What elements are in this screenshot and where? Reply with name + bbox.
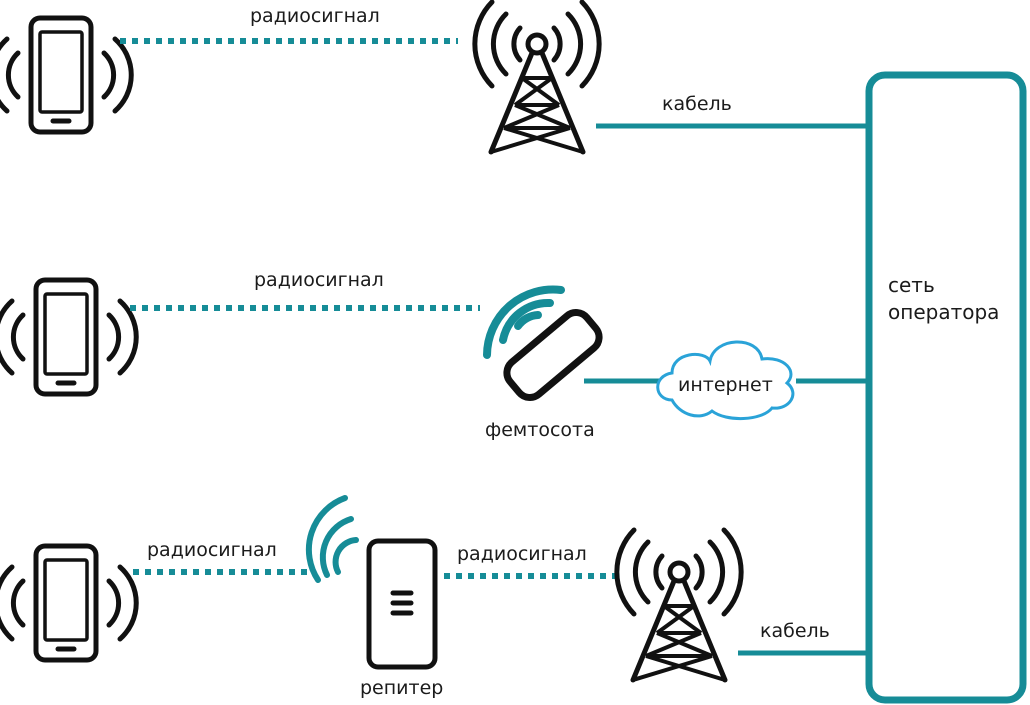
- operator-network-label: сеть оператора: [888, 272, 1018, 326]
- cable-label: кабель: [662, 93, 732, 115]
- femtocell-icon: [483, 285, 603, 402]
- repeater-icon: [305, 495, 438, 670]
- internet-label: интернет: [678, 374, 773, 396]
- operator-network-box: [865, 71, 1027, 704]
- phone-icon: [0, 280, 136, 394]
- repeater-label: репитер: [360, 677, 444, 699]
- radio-signal-label: радиосигнал: [250, 5, 380, 27]
- radio-signal-label: радиосигнал: [457, 543, 587, 565]
- cable-label: кабель: [760, 620, 830, 642]
- femtocell-label: фемтосота: [485, 419, 595, 441]
- radio-signal-label: радиосигнал: [147, 539, 277, 561]
- cell-tower-icon: [617, 530, 741, 680]
- phone-icon: [0, 18, 131, 132]
- operator-network-label-line2: оператора: [888, 300, 1000, 324]
- radio-signal-label: радиосигнал: [254, 269, 384, 291]
- operator-network-label-line1: сеть: [888, 273, 935, 297]
- phone-icon: [0, 546, 136, 660]
- cloud-icon: [656, 340, 795, 421]
- cell-tower-icon: [475, 2, 599, 152]
